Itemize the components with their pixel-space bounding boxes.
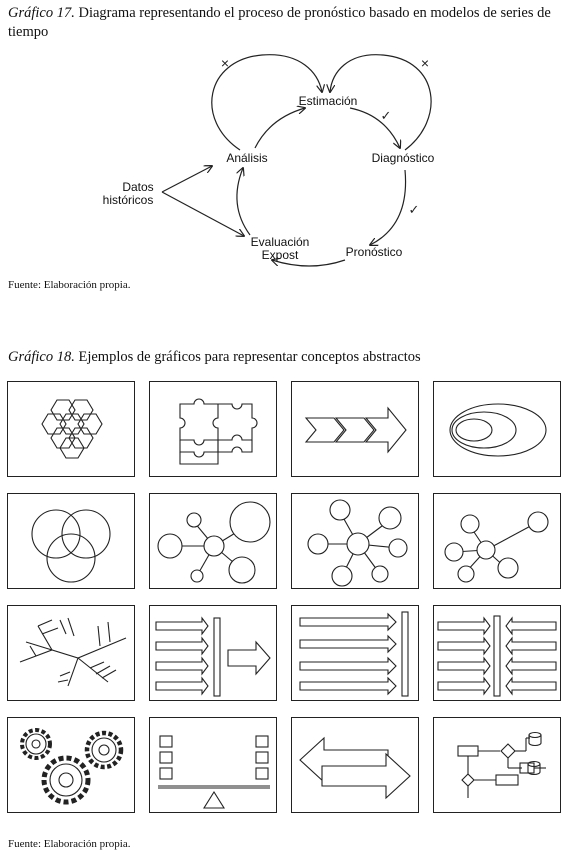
node-pronostico: Pronóstico xyxy=(346,245,403,259)
arrow-datos-analisis xyxy=(161,166,212,193)
figure-18-title: Ejemplos de gráficos para representar co… xyxy=(74,349,421,365)
gear-icon xyxy=(84,730,124,770)
tile-hub-spoke-large xyxy=(149,493,277,589)
arrow-analisis-estimacion xyxy=(254,108,305,149)
node-evaluacion-line1: Evaluación xyxy=(251,235,310,249)
tile-nested-ellipses xyxy=(433,381,561,477)
tile-gears xyxy=(7,717,135,813)
gear-icon xyxy=(41,755,91,805)
figure-18-caption: Gráfico 18. Ejemplos de gráficos para re… xyxy=(8,348,570,367)
cross-mark-right: × xyxy=(421,55,429,71)
arrow-pronostico-evaluacion xyxy=(272,260,346,267)
forecast-process-diagram: × × ✓ ✓ Estimación Análisis Diagnóstico … xyxy=(103,54,435,267)
tile-chevron-process xyxy=(291,381,419,477)
tile-venn-diagram xyxy=(7,493,135,589)
tile-fishbone xyxy=(7,605,135,701)
tile-flowchart xyxy=(433,717,561,813)
node-diagnostico: Diagnóstico xyxy=(372,151,435,165)
tile-bidirectional-arrows xyxy=(291,717,419,813)
loop-right xyxy=(330,54,432,151)
figure-17-label: Gráfico 17. xyxy=(8,5,75,21)
node-analisis: Análisis xyxy=(226,151,267,165)
tile-hub-spoke-medium xyxy=(291,493,419,589)
cross-mark-left: × xyxy=(221,55,229,71)
check-mark-2: ✓ xyxy=(409,202,420,217)
tile-balance-scale xyxy=(149,717,277,813)
arrow-estimacion-diagnostico xyxy=(349,107,400,148)
tile-arrows-converging-bar xyxy=(433,605,561,701)
node-datos-line2: históricos xyxy=(103,193,154,207)
tile-puzzle-pieces xyxy=(149,381,277,477)
tile-arrows-to-bar-to-arrow xyxy=(149,605,277,701)
arrow-diagnostico-pronostico xyxy=(370,169,407,245)
gear-icon xyxy=(20,728,52,760)
tile-long-arrows-to-bar xyxy=(291,605,419,701)
arrow-datos-evaluacion xyxy=(161,191,244,236)
figure-18-source: Fuente: Elaboración propia. xyxy=(8,838,131,850)
node-datos-line1: Datos xyxy=(122,180,153,194)
figure-18-label: Gráfico 18. xyxy=(8,349,75,365)
tile-hub-spoke-small xyxy=(433,493,561,589)
node-estimacion: Estimación xyxy=(299,94,358,108)
check-mark-1: ✓ xyxy=(381,108,392,123)
figure-17-source: Fuente: Elaboración propia. xyxy=(8,279,131,291)
figure-17-title: Diagrama representando el proceso de pro… xyxy=(8,5,551,40)
arrow-evaluacion-analisis xyxy=(237,168,251,236)
node-evaluacion-line2: Expost xyxy=(262,248,299,262)
loop-left xyxy=(211,54,322,151)
tile-hexagon-cluster xyxy=(7,381,135,477)
figure-17-caption: Gráfico 17. Diagrama representando el pr… xyxy=(8,4,570,42)
